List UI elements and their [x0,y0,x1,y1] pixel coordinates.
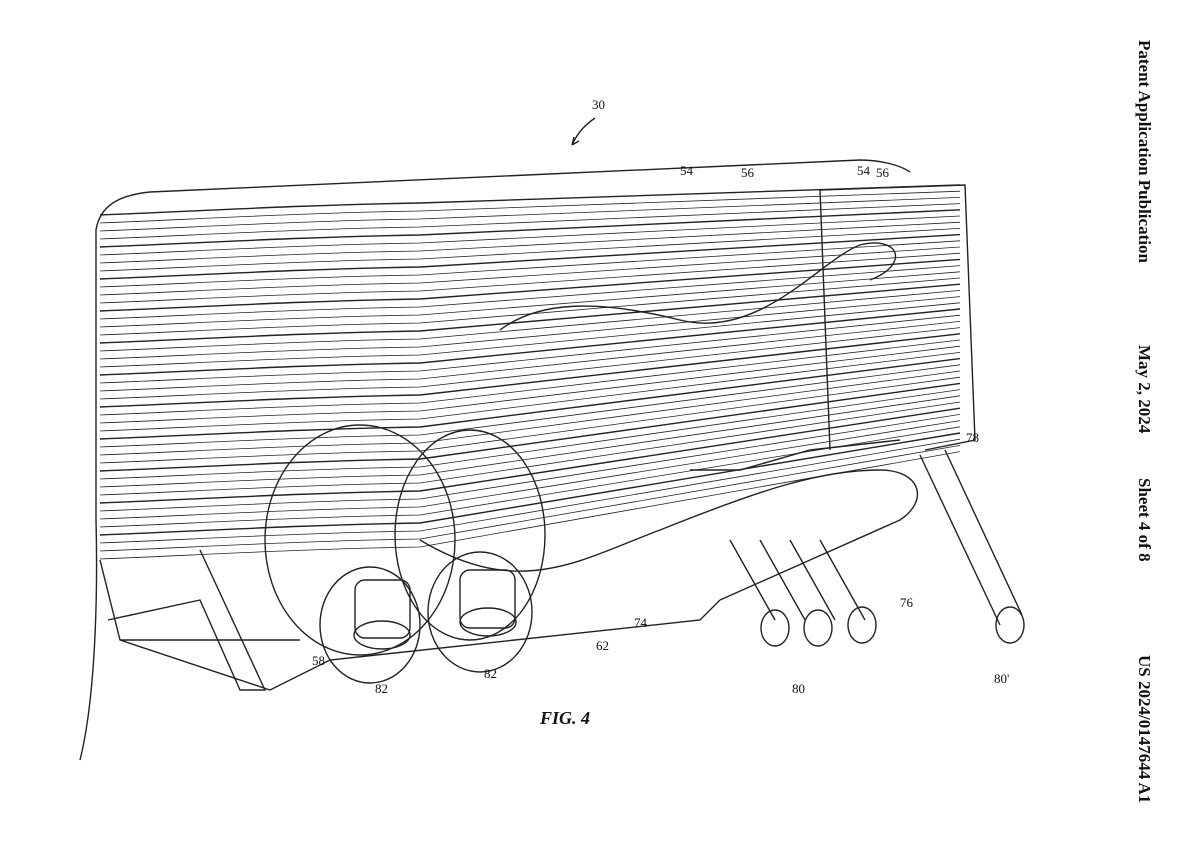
ref-62: 62 [596,638,609,653]
ref-56-side: 56 [876,165,889,180]
layer-line [99,296,961,360]
layer-line [99,228,961,272]
layer-line [99,203,961,240]
layer-line [99,357,961,440]
layer-line [99,352,961,432]
ref-54-side: 54 [857,163,870,178]
figure-caption: FIG. 4 [540,708,591,728]
layer-line [99,184,961,216]
ref-74: 74 [634,615,647,630]
layer-line [99,252,961,304]
roller-bank [264,424,546,684]
ref-80-prime: 80' [994,671,1010,686]
layer-line [99,364,961,448]
header-date: May 2, 2024 [1135,345,1154,434]
layer-line [99,407,961,504]
layer-line [99,271,961,328]
ref-56: 56 [741,165,754,180]
layer-line [99,240,961,288]
layer-line [99,426,961,528]
layer-line [99,370,961,456]
layer-line [99,382,961,472]
reference-arrow-30 [571,117,596,146]
layer-line [99,265,961,320]
layer-line [99,420,961,520]
layer-line [99,209,961,248]
ref-54: 54 [680,163,693,178]
layer-line [99,302,961,368]
layer-line [99,221,961,264]
layer-line [99,376,961,464]
base-frame [99,559,721,691]
upper-wave-plate [499,242,897,331]
layer-line [99,277,961,336]
layer-line [99,401,961,496]
ref-78: 78 [966,430,979,445]
lower-wedge [107,549,267,691]
layer-line [99,321,961,392]
layer-line [99,215,961,256]
layer-line [99,414,961,512]
ref-82-right: 82 [484,666,497,681]
ref-80: 80 [792,681,805,696]
ref-58: 58 [312,653,325,668]
rods [690,439,1025,647]
layer-line [99,438,961,544]
layer-line [99,308,961,376]
side-block [819,184,976,451]
layer-line [99,197,961,232]
layer-line [99,389,961,480]
layer-line [99,233,961,280]
header-publication-type: Patent Application Publication [1135,40,1154,263]
ref-76: 76 [900,595,913,610]
wave-plate [419,469,919,601]
header-sheet: Sheet 4 of 8 [1135,478,1154,562]
layer-line [99,345,961,424]
layer-line [99,339,961,416]
ref-82-left: 82 [375,681,388,696]
layer-line [99,314,961,384]
layer-line [99,445,961,552]
ref-30: 30 [592,97,605,112]
layer-line [99,432,961,536]
layer-line [99,190,961,224]
layer-line [99,283,961,344]
layer-line [99,327,961,400]
patent-drawing-fig4 [79,117,1025,761]
layer-line [99,246,961,296]
layer-line [99,258,961,312]
layer-line [99,290,961,352]
layer-line [99,395,961,488]
header-publication-number: US 2024/0147644 A1 [1135,655,1154,804]
layer-line [99,333,961,408]
stacked-layers [99,184,961,560]
layer-line [99,451,961,560]
assembly-outline [79,159,911,761]
